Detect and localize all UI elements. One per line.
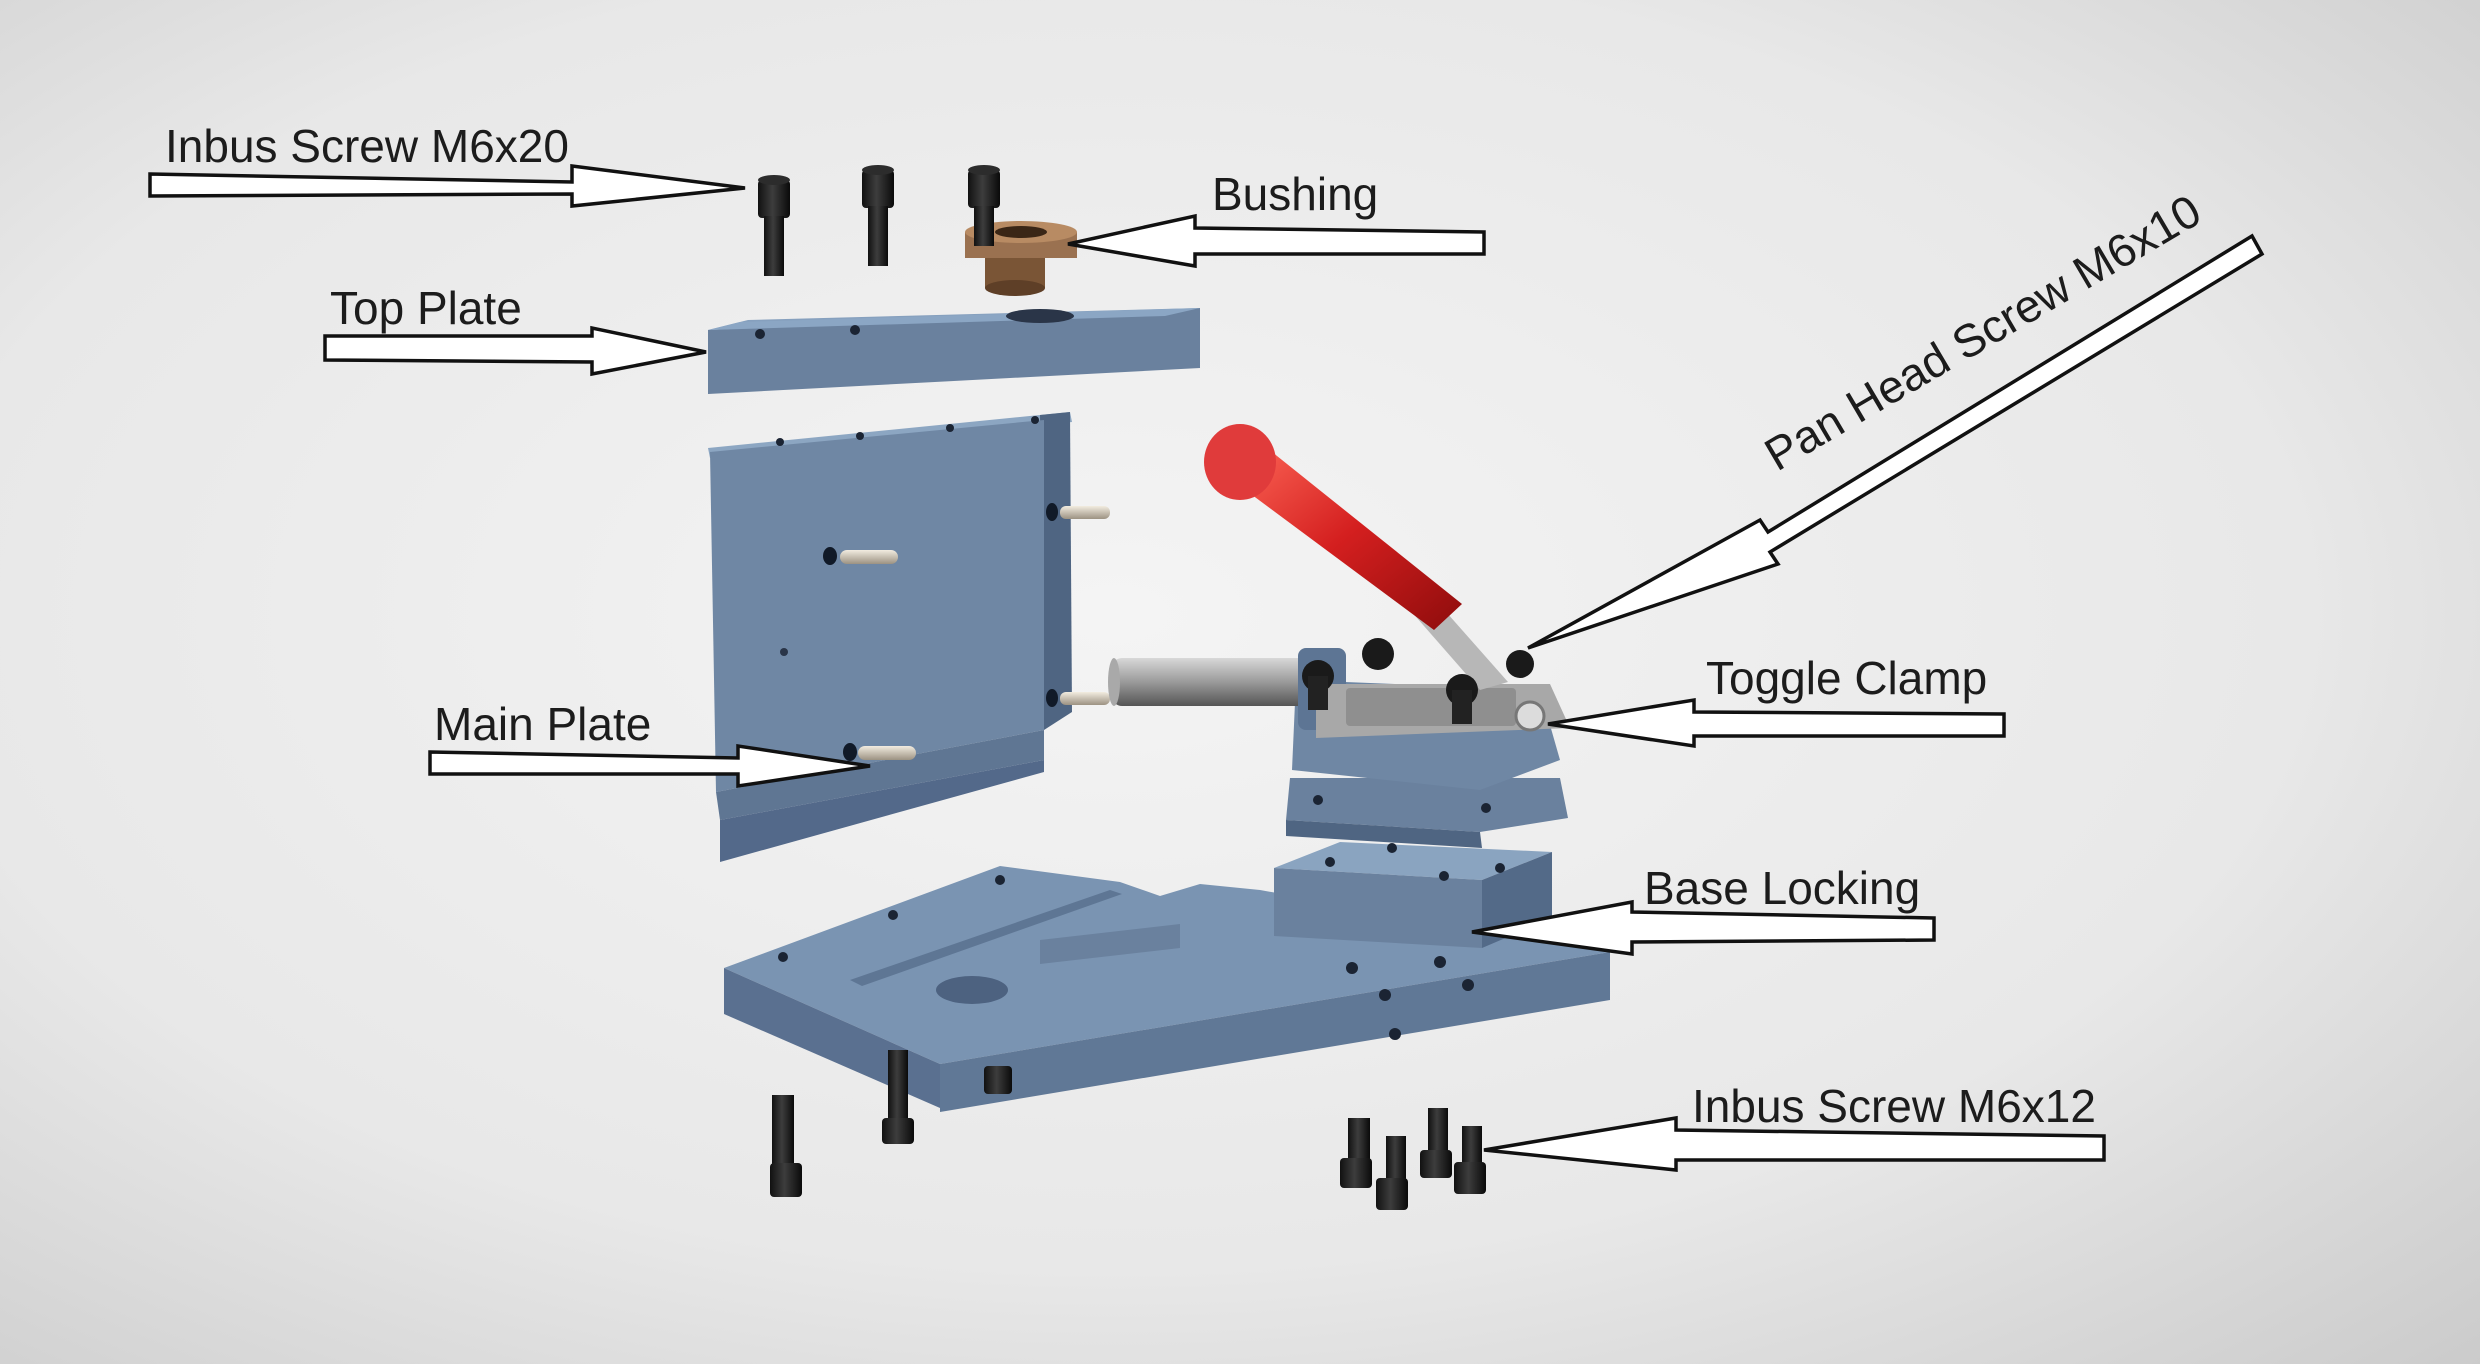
- label-base-locking: Base Locking: [1644, 862, 1920, 914]
- label-main-plate: Main Plate: [434, 698, 651, 750]
- top-plate: [708, 308, 1200, 394]
- screw: [862, 165, 894, 266]
- arrow-bushing: [1067, 213, 1486, 269]
- toggle-clamp: [1108, 424, 1570, 848]
- arrow-main-plate: [428, 743, 871, 789]
- screw: [1454, 1126, 1486, 1194]
- screw: [882, 1050, 914, 1144]
- arrow-pan-head: [1527, 233, 2265, 650]
- label-top-plate: Top Plate: [330, 282, 522, 334]
- screw: [1376, 1136, 1408, 1210]
- inbus-screws-m6x12: [770, 1050, 1486, 1210]
- arrow-base-locking: [1471, 899, 1936, 957]
- label-inbus-screw-m6x12: Inbus Screw M6x12: [1692, 1080, 2096, 1132]
- label-inbus-screw-m6x20: Inbus Screw M6x20: [165, 120, 569, 172]
- screw: [1420, 1108, 1452, 1178]
- main-plate: [708, 412, 1072, 862]
- screw: [1340, 1118, 1372, 1188]
- label-toggle-clamp: Toggle Clamp: [1706, 652, 1987, 704]
- arrow-toggle-clamp: [1547, 697, 2006, 749]
- arrow-inbus-m6x20: [148, 164, 746, 208]
- screw: [984, 1066, 1012, 1094]
- screw: [770, 1095, 802, 1197]
- inbus-screws-m6x20: [758, 165, 1000, 276]
- arrow-inbus-m6x12: [1483, 1115, 2106, 1172]
- screw: [968, 165, 1000, 246]
- dowel-pins: [840, 506, 1110, 760]
- label-bushing: Bushing: [1212, 168, 1378, 220]
- screw: [758, 175, 790, 276]
- arrow-top-plate: [323, 325, 707, 377]
